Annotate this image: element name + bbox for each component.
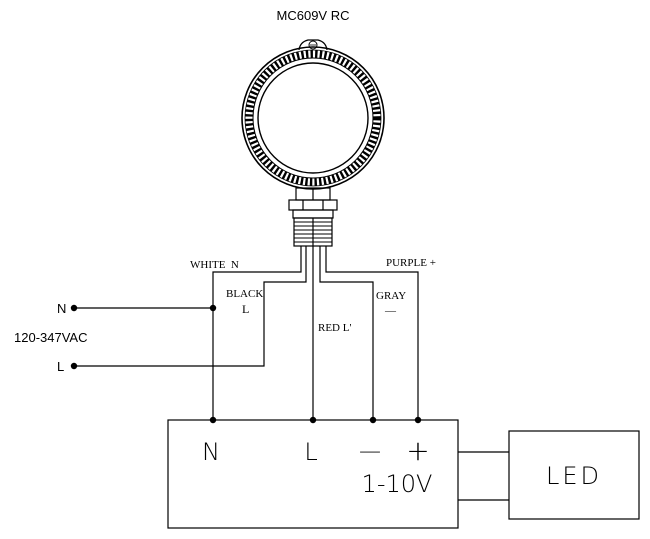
sensor-outer-ring bbox=[241, 46, 385, 190]
purple-wire bbox=[325, 246, 419, 420]
wiring bbox=[74, 246, 509, 501]
sensor-model-title: MC609V RC bbox=[277, 8, 350, 23]
driver-dimming-label: 1-10V bbox=[362, 470, 433, 498]
black-wire-label: BLACK bbox=[226, 288, 263, 300]
driver-n-label: N bbox=[202, 438, 220, 466]
white-wire bbox=[212, 246, 302, 420]
driver-box bbox=[167, 419, 459, 529]
gray-wire-label: GRAY bbox=[376, 290, 406, 302]
supply-l-terminal bbox=[70, 362, 78, 370]
sensor-knurl-band bbox=[245, 50, 381, 186]
junction-n bbox=[209, 304, 217, 312]
purple-wire-label: PURPLE + bbox=[386, 257, 436, 269]
gray-wire-sublabel: — bbox=[384, 305, 397, 317]
sensor-head bbox=[241, 39, 385, 190]
supply-l-label: L bbox=[57, 359, 64, 374]
sensor-screw-icon bbox=[308, 40, 318, 50]
driver-l-label: L bbox=[304, 438, 317, 466]
white-wire-label: WHITE N bbox=[190, 259, 239, 271]
led-box bbox=[508, 430, 640, 520]
supply-n-terminal bbox=[70, 304, 78, 312]
sensor-lens bbox=[257, 62, 369, 174]
black-wire-sublabel: L bbox=[242, 302, 249, 316]
red-wire-label: RED L' bbox=[318, 322, 351, 334]
supply-voltage-label: 120-347VAC bbox=[14, 330, 87, 345]
sensor-tab bbox=[298, 39, 328, 51]
gray-wire bbox=[319, 246, 374, 420]
supply-n-label: N bbox=[57, 301, 66, 316]
driver-plus-label: + bbox=[406, 434, 429, 467]
sensor-stem bbox=[288, 187, 338, 247]
junctions bbox=[70, 304, 422, 424]
driver-minus-label: — bbox=[359, 439, 381, 464]
led-label: LED bbox=[546, 462, 602, 490]
black-wire bbox=[74, 246, 307, 367]
